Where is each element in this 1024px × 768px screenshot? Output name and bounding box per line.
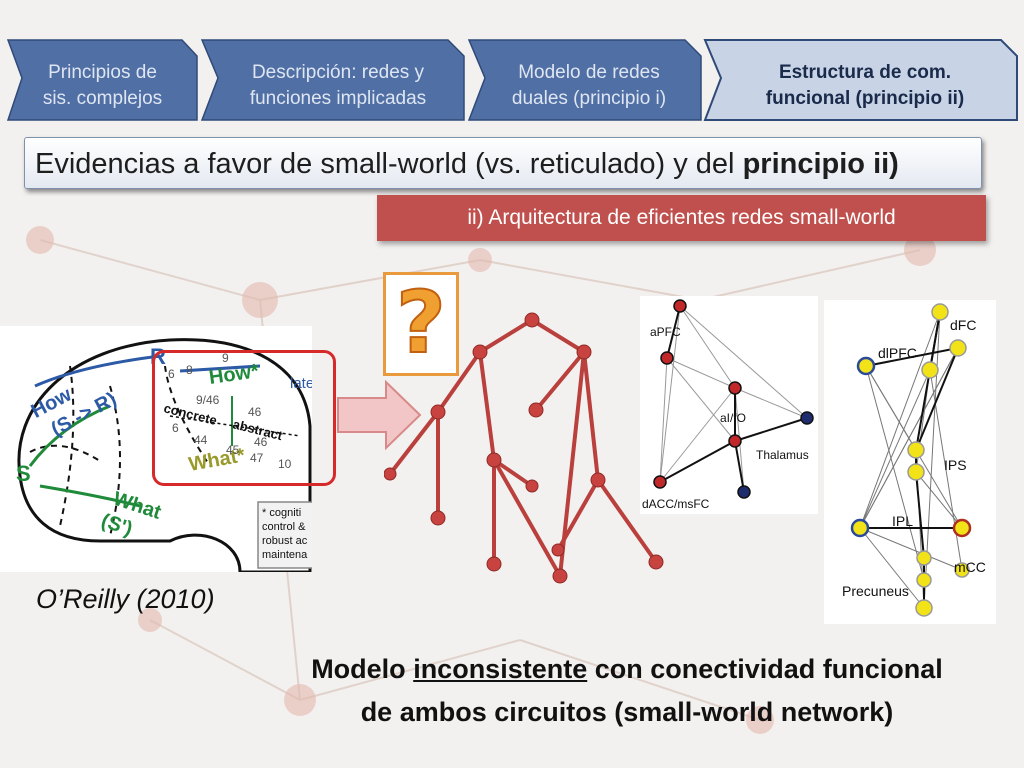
- title-prefix: Evidencias a favor de small-world (vs. r…: [35, 148, 743, 180]
- ba-44: 44: [194, 433, 208, 447]
- ba-46b: 46: [254, 435, 268, 449]
- network-left: aPFC aI/fO Thalamus dACC/msFC: [640, 296, 818, 514]
- tab-label-line2: funcional (principio ii): [765, 88, 965, 109]
- label-late: late: [290, 375, 312, 392]
- note-box: [257, 501, 317, 569]
- ba-10: 10: [278, 457, 292, 471]
- label-ipl: IPL: [892, 513, 913, 529]
- network-left-svg: aPFC aI/fO Thalamus dACC/msFC: [642, 299, 814, 511]
- label-s: S: [16, 461, 31, 486]
- label-aifo: aI/fO: [720, 411, 746, 425]
- tab-label-line1: Principios de: [48, 62, 157, 83]
- ba-46a: 46: [248, 405, 262, 419]
- tab-shape: [467, 39, 702, 121]
- brain-svg: How (S -> R) R How* late S What (S') Wha…: [16, 338, 317, 574]
- brain-diagram: How (S -> R) R How* late S What (S') Wha…: [0, 326, 317, 574]
- tab-shape: [6, 39, 198, 121]
- conclusion-part2: con conectividad funcional: [587, 654, 943, 684]
- citation: O’Reilly (2010): [36, 584, 215, 614]
- tab-modelo[interactable]: Modelo de redes duales (principio i): [467, 38, 703, 122]
- note-line4: maintena: [262, 549, 308, 561]
- note-line3: robust ac: [262, 535, 308, 547]
- label-precuneus: Precuneus: [842, 583, 909, 599]
- question-mark-box: ?: [383, 272, 459, 376]
- tab-shape: [200, 39, 465, 121]
- tab-label-line2: duales (principio i): [511, 88, 667, 109]
- title-bold: principio ii): [742, 148, 899, 180]
- conclusion-text: Modelo inconsistente con conectividad fu…: [246, 648, 1008, 734]
- question-mark: ?: [395, 273, 447, 373]
- note-line1: * cogniti: [262, 507, 301, 519]
- hierarchical-tree-diagram: [384, 312, 664, 584]
- tab-descripcion[interactable]: Descripción: redes y funciones implicadas: [200, 38, 466, 122]
- tab-shape: [703, 39, 1018, 121]
- network-right: dFC dlPFC IPS IPL mCC Precuneus: [824, 300, 996, 624]
- tab-principios[interactable]: Principios de sis. complejos: [6, 38, 199, 122]
- tab-label-line2: funciones implicadas: [249, 88, 427, 109]
- page-title: Evidencias a favor de small-world (vs. r…: [24, 137, 982, 189]
- label-mcc: mCC: [954, 559, 986, 575]
- tab-label-line1: Estructura de com.: [778, 62, 952, 83]
- label-ips: IPS: [944, 457, 967, 473]
- ba-946: 9/46: [196, 393, 220, 407]
- subtitle-banner: ii) Arquitectura de eficientes redes sma…: [377, 195, 986, 241]
- ba-6b: 6: [172, 421, 179, 435]
- note-line2: control &: [262, 521, 306, 533]
- ba-8: 8: [186, 363, 193, 377]
- tab-label-line1: Descripción: redes y: [251, 62, 425, 83]
- ba-47: 47: [250, 451, 264, 465]
- conclusion-part1: Modelo: [311, 654, 414, 684]
- ba-45: 45: [226, 443, 240, 457]
- label-thalamus: Thalamus: [756, 448, 809, 462]
- label-dacc: dACC/msFC: [642, 497, 710, 511]
- tab-estructura[interactable]: Estructura de com. funcional (principio i…: [703, 38, 1019, 122]
- tab-label-line1: Modelo de redes: [518, 62, 660, 83]
- ba-9: 9: [222, 351, 229, 365]
- label-dlpfc: dlPFC: [878, 345, 917, 361]
- tab-label-line2: sis. complejos: [42, 88, 163, 109]
- label-apfc: aPFC: [650, 325, 681, 339]
- label-dfc: dFC: [950, 317, 976, 333]
- conclusion-line1: Modelo inconsistente con conectividad fu…: [246, 648, 1008, 691]
- ba-6a: 6: [168, 367, 175, 381]
- arrow-icon: [337, 380, 422, 450]
- highlight-box: [152, 350, 336, 486]
- conclusion-underlined: inconsistente: [413, 654, 588, 684]
- network-right-svg: dFC dlPFC IPS IPL mCC Precuneus: [842, 303, 986, 617]
- conclusion-line2: de ambos circuitos (small-world network): [360, 697, 894, 727]
